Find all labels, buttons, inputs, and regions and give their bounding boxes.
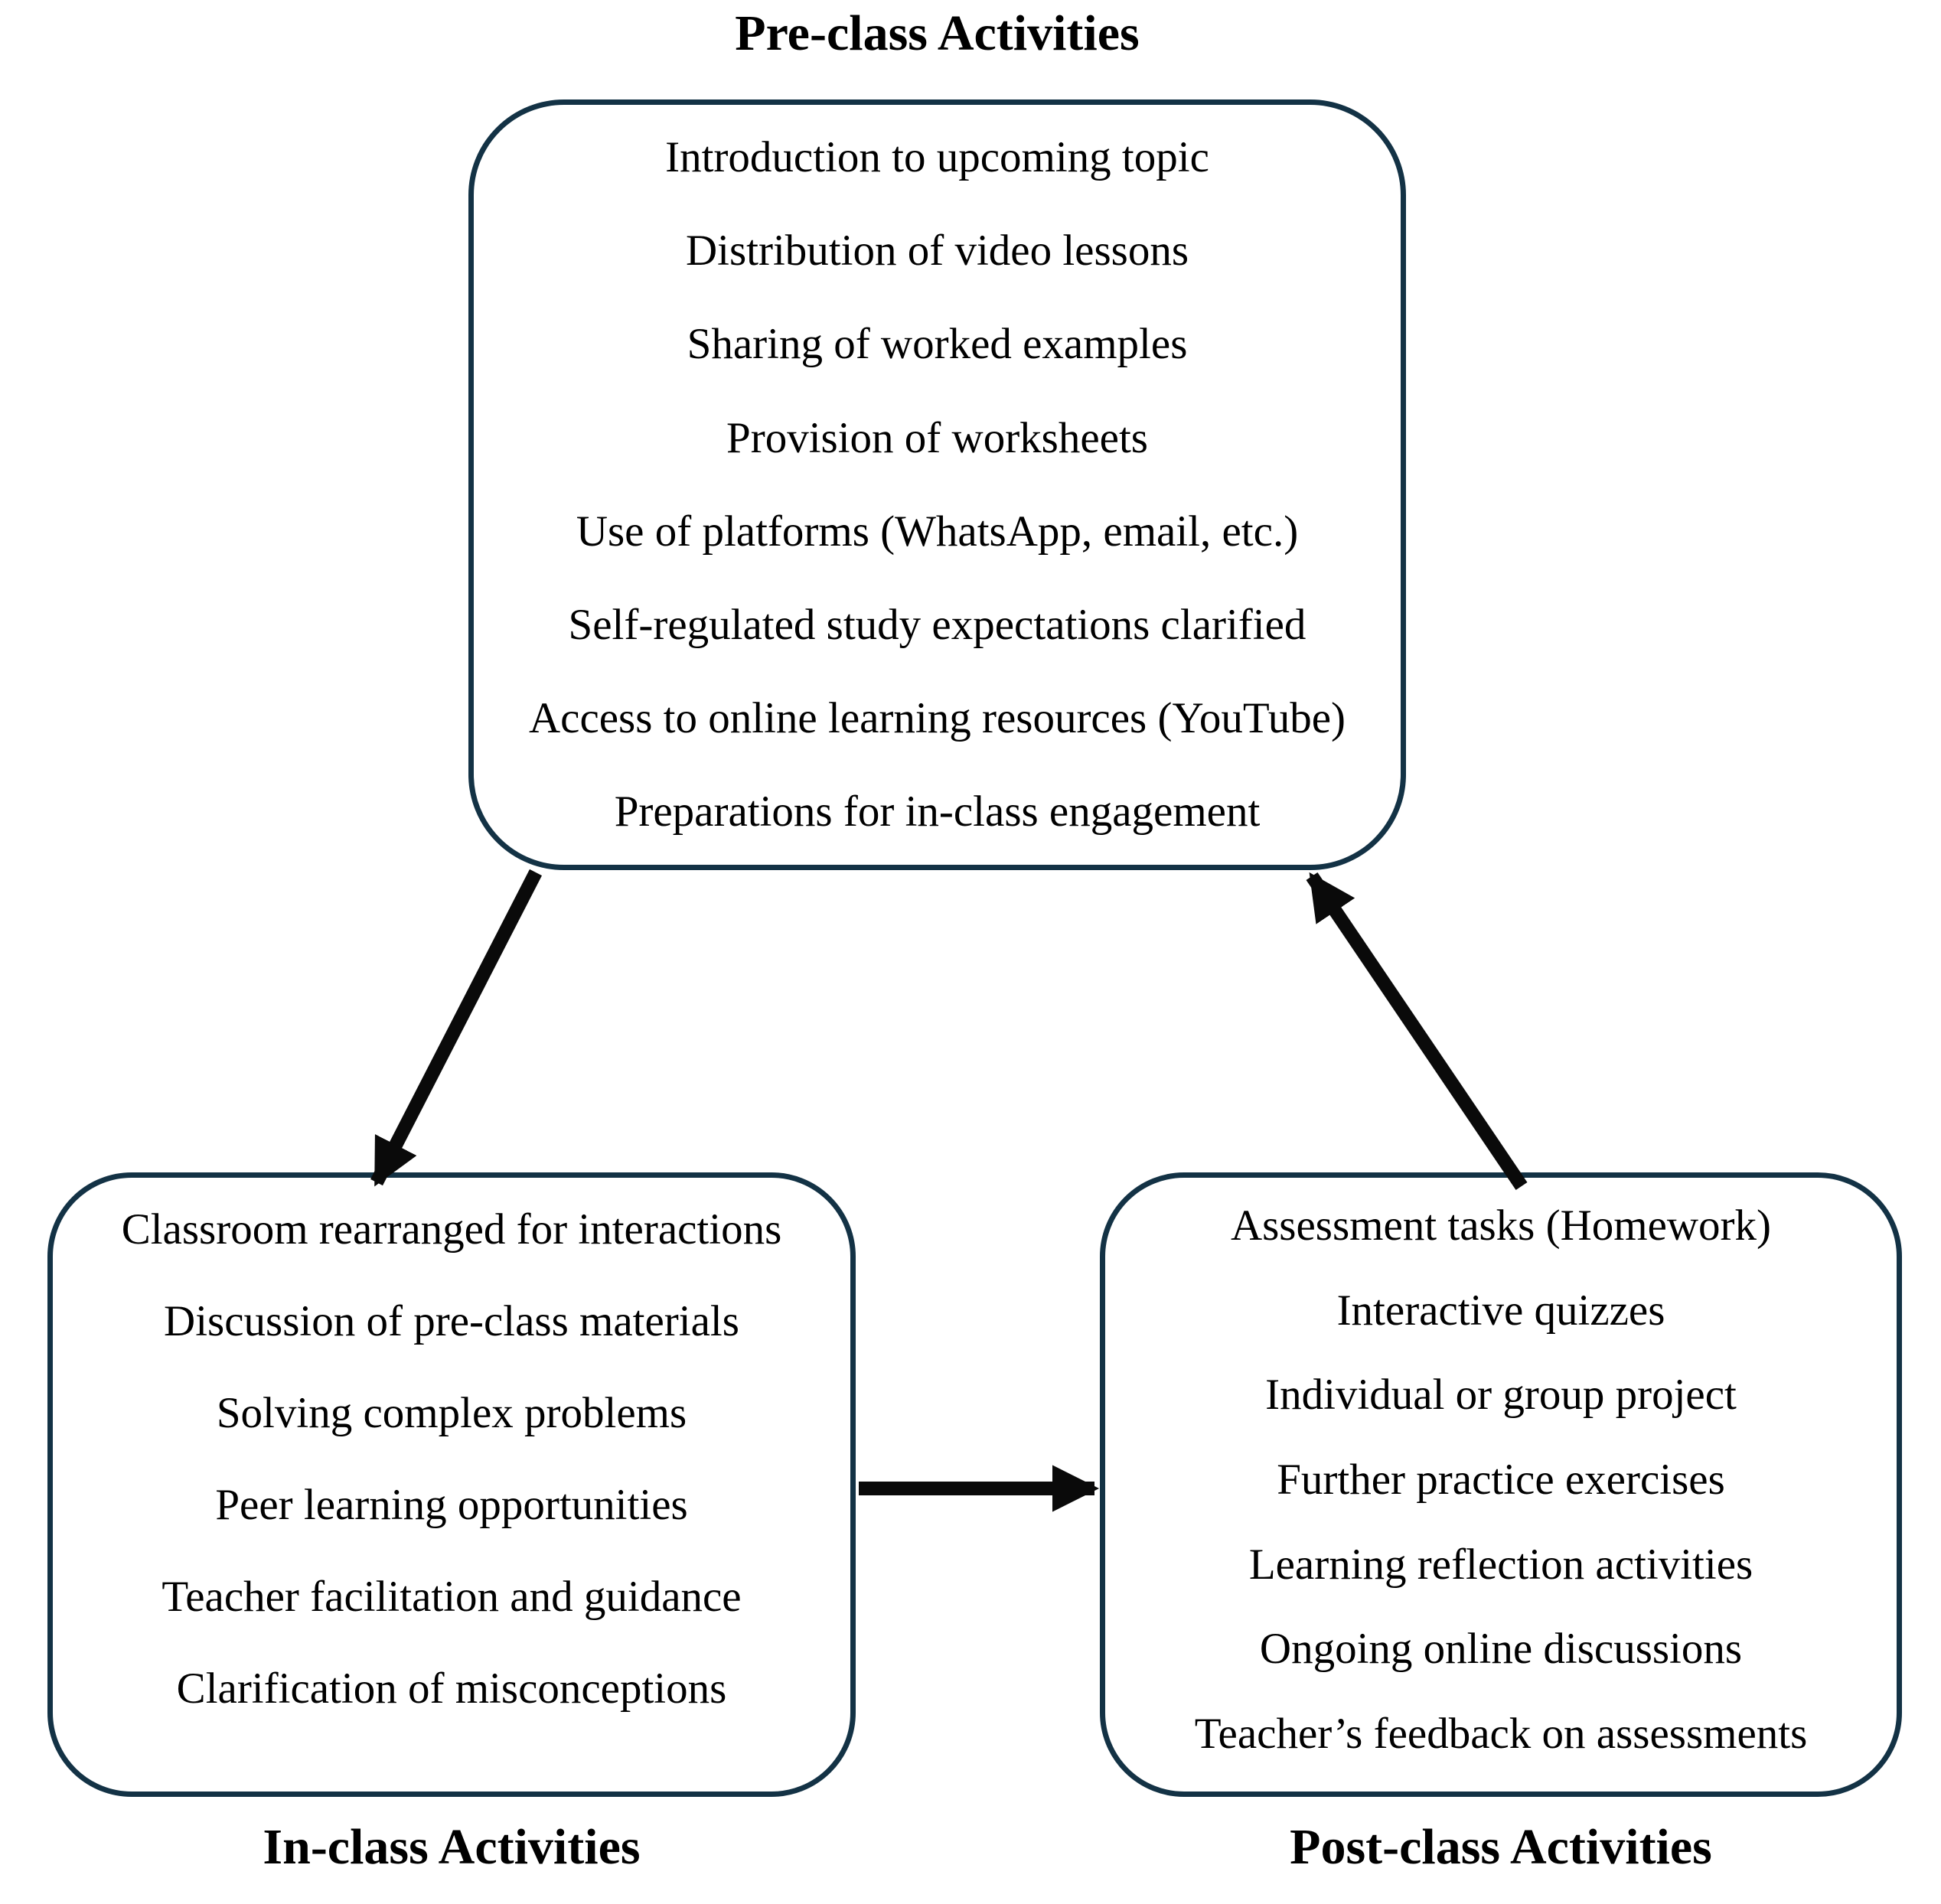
pre-class-title: Pre-class Activities <box>735 5 1140 61</box>
post-class-items: Assessment tasks (Homework) Interactive q… <box>1124 1184 1878 1776</box>
post-class-box: Assessment tasks (Homework) Interactive q… <box>1100 1172 1902 1797</box>
activity-item: Further practice exercises <box>1277 1456 1725 1505</box>
activity-item: Use of platforms (WhatsApp, email, etc.) <box>576 507 1299 556</box>
activity-item: Distribution of video lessons <box>685 227 1189 275</box>
activity-item: Provision of worksheets <box>726 413 1148 462</box>
activity-item: Introduction to upcoming topic <box>665 133 1209 182</box>
activity-item: Self-regulated study expectations clarif… <box>568 600 1307 649</box>
activity-item: Access to online learning resources (You… <box>529 693 1346 742</box>
activity-item: Teacher facilitation and guidance <box>161 1573 742 1622</box>
activity-item: Learning reflection activities <box>1248 1540 1753 1589</box>
activity-item: Discussion of pre-class materials <box>164 1297 739 1346</box>
arrow-pre-to-in-icon <box>370 869 543 1187</box>
activity-item: Assessment tasks (Homework) <box>1230 1201 1772 1250</box>
arrow-post-to-pre-icon <box>1306 872 1528 1191</box>
activity-item: Clarification of misconceptions <box>176 1664 727 1713</box>
activity-item: Interactive quizzes <box>1336 1286 1665 1335</box>
activity-item: Sharing of worked examples <box>687 320 1188 369</box>
in-class-label: In-class Activities <box>263 1819 641 1875</box>
activity-item: Ongoing online discussions <box>1259 1625 1743 1674</box>
activity-item: Peer learning opportunities <box>215 1481 688 1530</box>
activity-item: Individual or group project <box>1265 1371 1737 1420</box>
activity-item: Preparations for in-class engagement <box>614 787 1261 836</box>
post-class-label: Post-class Activities <box>1290 1819 1712 1875</box>
activity-item: Solving complex problems <box>216 1389 687 1438</box>
activity-item: Teacher’s feedback on assessments <box>1194 1709 1808 1758</box>
activity-item: Classroom rearranged for interactions <box>121 1205 782 1254</box>
